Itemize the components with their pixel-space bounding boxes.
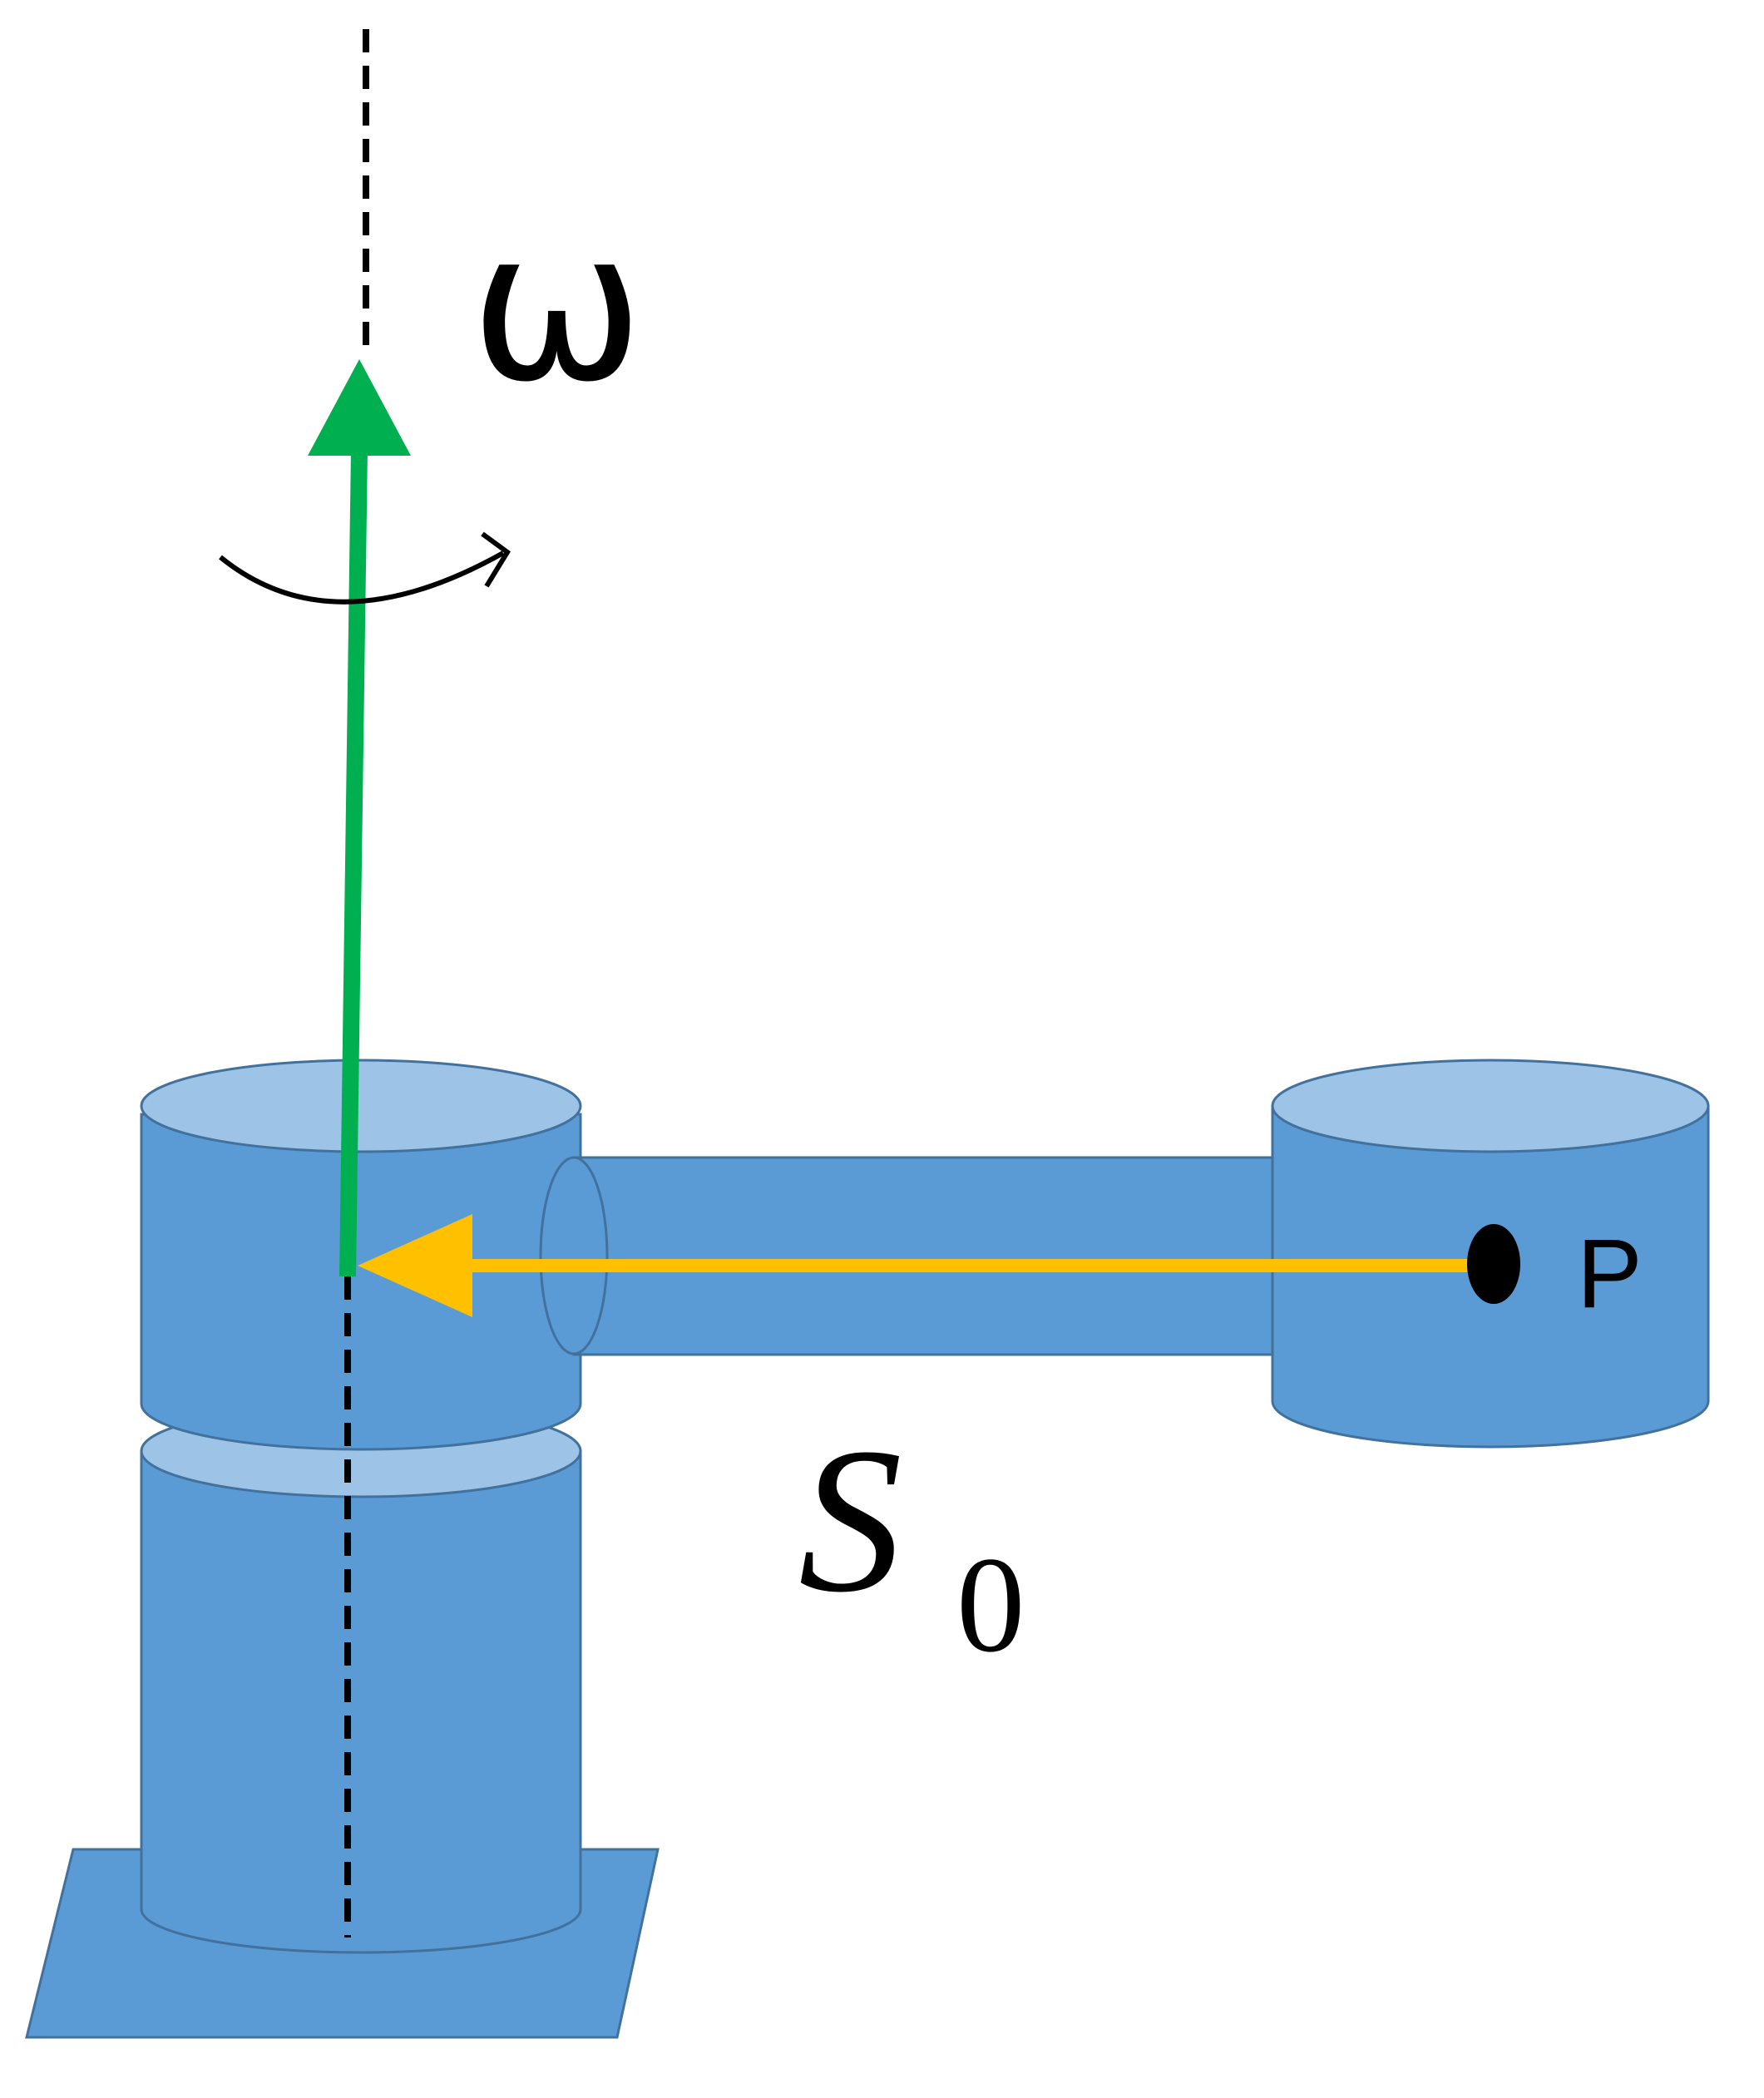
omega-label: ω (470, 185, 644, 427)
position-arrow (358, 1214, 1485, 1317)
rotation-arrow-curve (219, 550, 505, 605)
position-arrow-head (358, 1214, 472, 1317)
link-arm-end-cap (539, 1156, 609, 1355)
omega-arrow-head (308, 359, 411, 456)
upper-joint-top (140, 1059, 582, 1153)
end-effector-top (1271, 1059, 1710, 1153)
rotation-arrow-tip (481, 531, 511, 588)
omega-arrow (308, 359, 411, 1277)
displacement-label: S (798, 1405, 902, 1636)
rotation-arrow-icon (219, 531, 511, 605)
point-p-label: P (1577, 1219, 1643, 1329)
point-p-marker (1467, 1224, 1520, 1304)
omega-arrow-shaft (339, 448, 368, 1277)
lower-column-body (140, 1449, 582, 1954)
lower-column (140, 1404, 582, 1954)
upper-joint-body (140, 1113, 582, 1451)
displacement-subscript-label: 0 (956, 1528, 1025, 1681)
link-arm-body (572, 1156, 1274, 1356)
upper-joint (140, 1059, 582, 1451)
link-arm (539, 1156, 1274, 1356)
